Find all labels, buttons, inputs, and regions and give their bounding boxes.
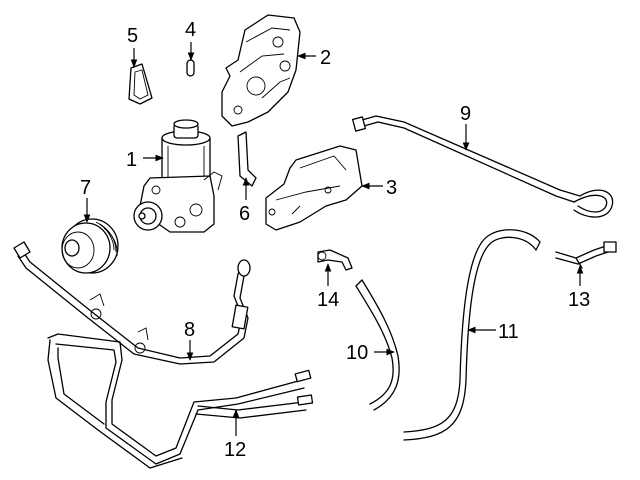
part-14-fitting xyxy=(317,249,353,271)
callout-2: 2 xyxy=(320,47,331,69)
part-6-bracket xyxy=(237,131,257,187)
part-13-fitting xyxy=(555,241,617,269)
part-10-hose xyxy=(355,279,400,411)
part-2-bracket xyxy=(221,14,301,127)
part-9-hose xyxy=(351,115,614,218)
callout-14: 14 xyxy=(317,289,339,311)
part-4-o-ring xyxy=(186,59,195,77)
part-3-reservoir xyxy=(265,145,363,231)
part-8-hose xyxy=(13,241,251,365)
callout-4: 4 xyxy=(185,19,196,41)
part-5-gasket xyxy=(128,63,153,105)
callout-7: 7 xyxy=(80,177,91,199)
callout-1: 1 xyxy=(126,149,137,171)
part-7-pulley xyxy=(61,218,119,274)
callout-11: 11 xyxy=(498,321,519,343)
callout-12: 12 xyxy=(224,439,246,461)
callout-6: 6 xyxy=(239,203,250,225)
callout-9: 9 xyxy=(460,103,471,125)
part-1-pump xyxy=(133,119,223,233)
callout-13: 13 xyxy=(568,289,590,311)
callout-8: 8 xyxy=(184,319,195,341)
callout-3: 3 xyxy=(386,177,397,199)
callout-5: 5 xyxy=(127,25,138,47)
part-12-cooler xyxy=(47,333,314,469)
part-11-hose xyxy=(403,229,541,441)
leader-lines xyxy=(83,42,584,436)
callout-10: 10 xyxy=(346,342,368,364)
callout-labels: 1 2 3 4 5 6 7 8 9 10 11 12 13 14 xyxy=(80,19,590,461)
